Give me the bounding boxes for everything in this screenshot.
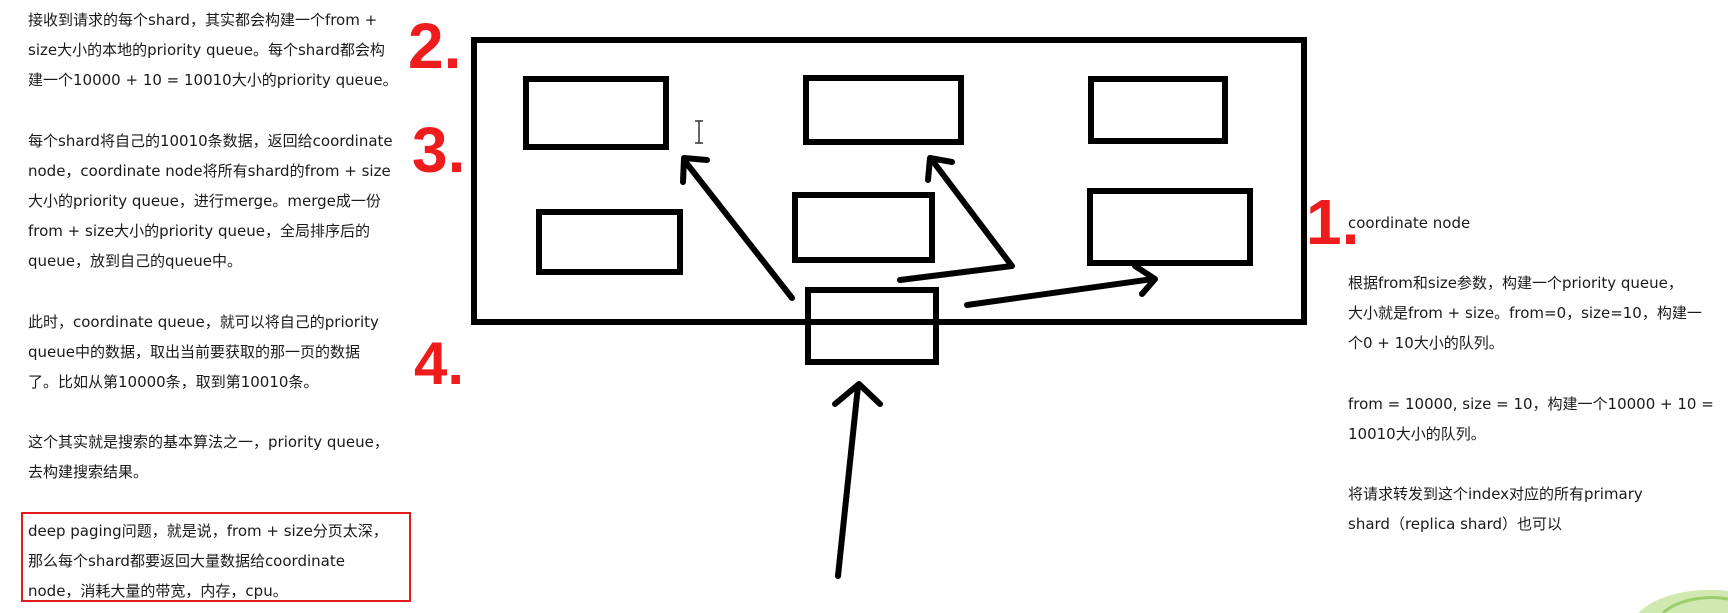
left-paragraph-4: 这个其实就是搜索的基本算法之一，priority queue， 去构建搜索结果。 — [28, 433, 389, 481]
coordinate-node-box — [805, 287, 939, 365]
shard-box-bottom-left — [536, 209, 683, 275]
right-paragraph-1: coordinate node — [1348, 214, 1471, 232]
arrow-to-bottom-right-shaft — [964, 276, 1156, 308]
shard-box-top-left — [523, 76, 669, 150]
step-number-2: 2. — [408, 10, 462, 82]
left-paragraph-3: 此时，coordinate queue，就可以将自己的priority queu… — [28, 313, 379, 391]
cluster-box — [471, 37, 1307, 325]
arrow-to-top-left-shaft — [681, 157, 795, 301]
left-paragraph-1: 接收到请求的每个shard，其实都会构建一个from + size大小的本地的p… — [28, 11, 398, 89]
left-paragraph-2: 每个shard将自己的10010条数据，返回给coordinate node，c… — [28, 132, 393, 270]
shard-box-bottom-middle — [792, 192, 935, 263]
shard-box-top-middle — [803, 75, 964, 145]
right-paragraph-2: 根据from和size参数，构建一个priority queue， 大小就是fr… — [1348, 274, 1702, 352]
corner-decoration-icon — [1638, 589, 1728, 613]
step-number-1: 1. — [1306, 186, 1360, 258]
shard-box-top-right — [1088, 76, 1228, 144]
arrow-to-top-middle-head — [925, 155, 955, 183]
left-paragraph-5: deep paging问题，就是说，from + size分页太深， 那么每个s… — [28, 522, 388, 600]
deep-paging-highlight-box — [21, 512, 411, 602]
shard-box-bottom-right — [1087, 188, 1253, 266]
step-number-4: 4. — [414, 330, 465, 397]
arrow-to-top-left-head — [680, 155, 710, 185]
request-arrow-shaft — [835, 383, 861, 579]
step-number-3: 3. — [412, 114, 466, 186]
arrow-to-top-middle-shaft — [897, 157, 1015, 283]
right-paragraph-3: from = 10000, size = 10，构建一个10000 + 10 =… — [1348, 395, 1714, 443]
request-arrow-head — [832, 381, 883, 407]
arrow-to-bottom-right-head — [1132, 263, 1158, 297]
right-paragraph-4: 将请求转发到这个index对应的所有primary shard（replica … — [1348, 485, 1643, 533]
text-cursor-icon — [695, 120, 703, 144]
